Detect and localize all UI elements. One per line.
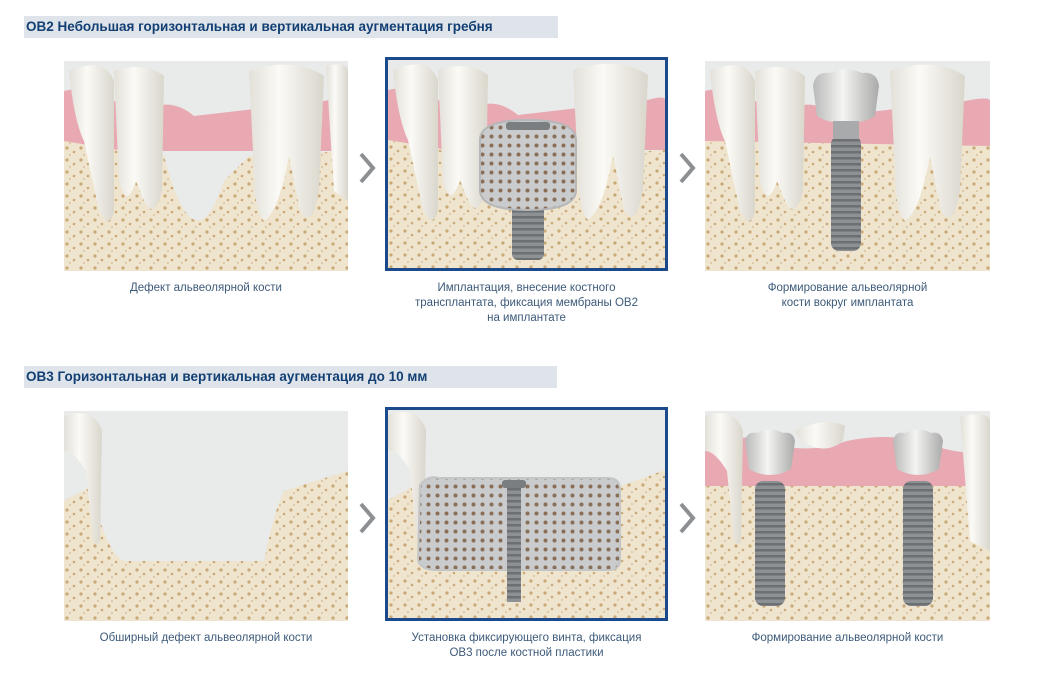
section-title-ob3: OB3 Горизонтальная и вертикальная аугмен… — [24, 366, 557, 388]
caption-implant-membrane-ob2: Имплантация, внесение костного трансплан… — [415, 282, 638, 324]
caption-bone-formed-around-implant: Формирование альвеолярной кости вокруг и… — [767, 282, 928, 309]
illustration-bone-formation — [705, 411, 990, 621]
panel-extensive-bone-defect — [64, 411, 348, 621]
chevron-right-icon — [679, 502, 696, 534]
illustration-extensive-bone-defect — [64, 411, 348, 621]
panel-bone-defect — [64, 61, 348, 271]
chevron-right-icon — [679, 152, 696, 184]
panel-implant-membrane-ob2 — [385, 57, 668, 271]
panel-bone-formed-around-implant — [705, 61, 990, 271]
illustration-implant-membrane-ob2 — [388, 60, 665, 268]
caption-fixation-screw-ob3: Установка фиксирующего винта, фиксация O… — [411, 632, 642, 659]
caption-bone-defect: Дефект альвеолярной кости — [130, 282, 282, 294]
section-title-ob2: OB2 Небольшая горизонтальная и вертикаль… — [24, 16, 558, 38]
caption-extensive-bone-defect: Обширный дефект альвеолярной кости — [99, 632, 313, 644]
panel-fixation-screw-ob3 — [385, 407, 668, 621]
chevron-right-icon — [359, 152, 376, 184]
illustration-bone-defect — [64, 61, 348, 271]
illustration-fixation-screw-ob3 — [388, 410, 665, 618]
illustration-bone-formed-around-implant — [705, 61, 990, 271]
caption-bone-formation: Формирование альвеолярной кости — [751, 632, 944, 644]
panel-bone-formation — [705, 411, 990, 621]
chevron-right-icon — [359, 502, 376, 534]
